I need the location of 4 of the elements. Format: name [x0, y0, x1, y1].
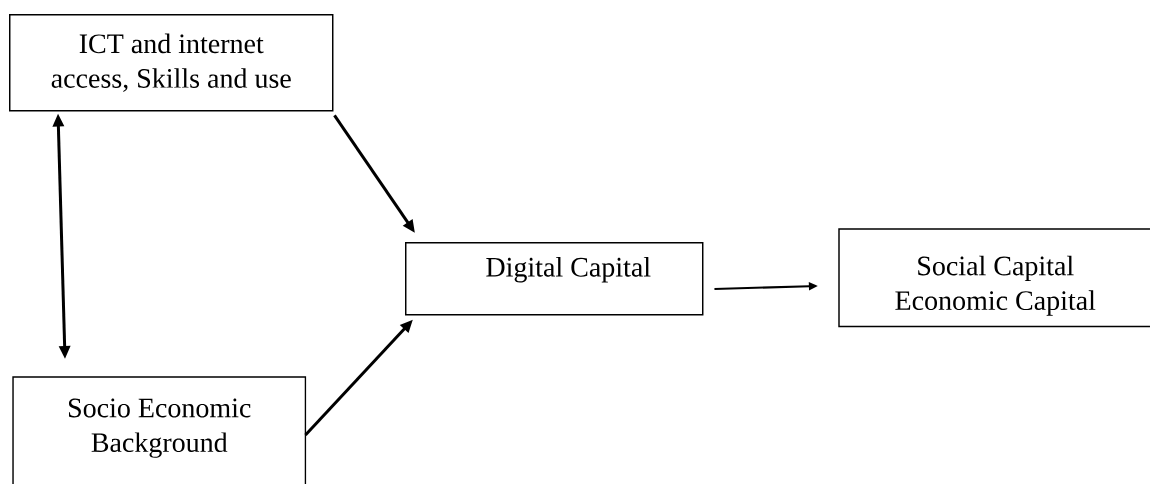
process-box: Digital Capital [405, 242, 704, 316]
process-box: ICT and internet access, Skills and use [9, 14, 334, 112]
process-box: Socio Economic Background [12, 376, 307, 484]
process-box: Social Capital Economic Capital [838, 228, 1150, 328]
